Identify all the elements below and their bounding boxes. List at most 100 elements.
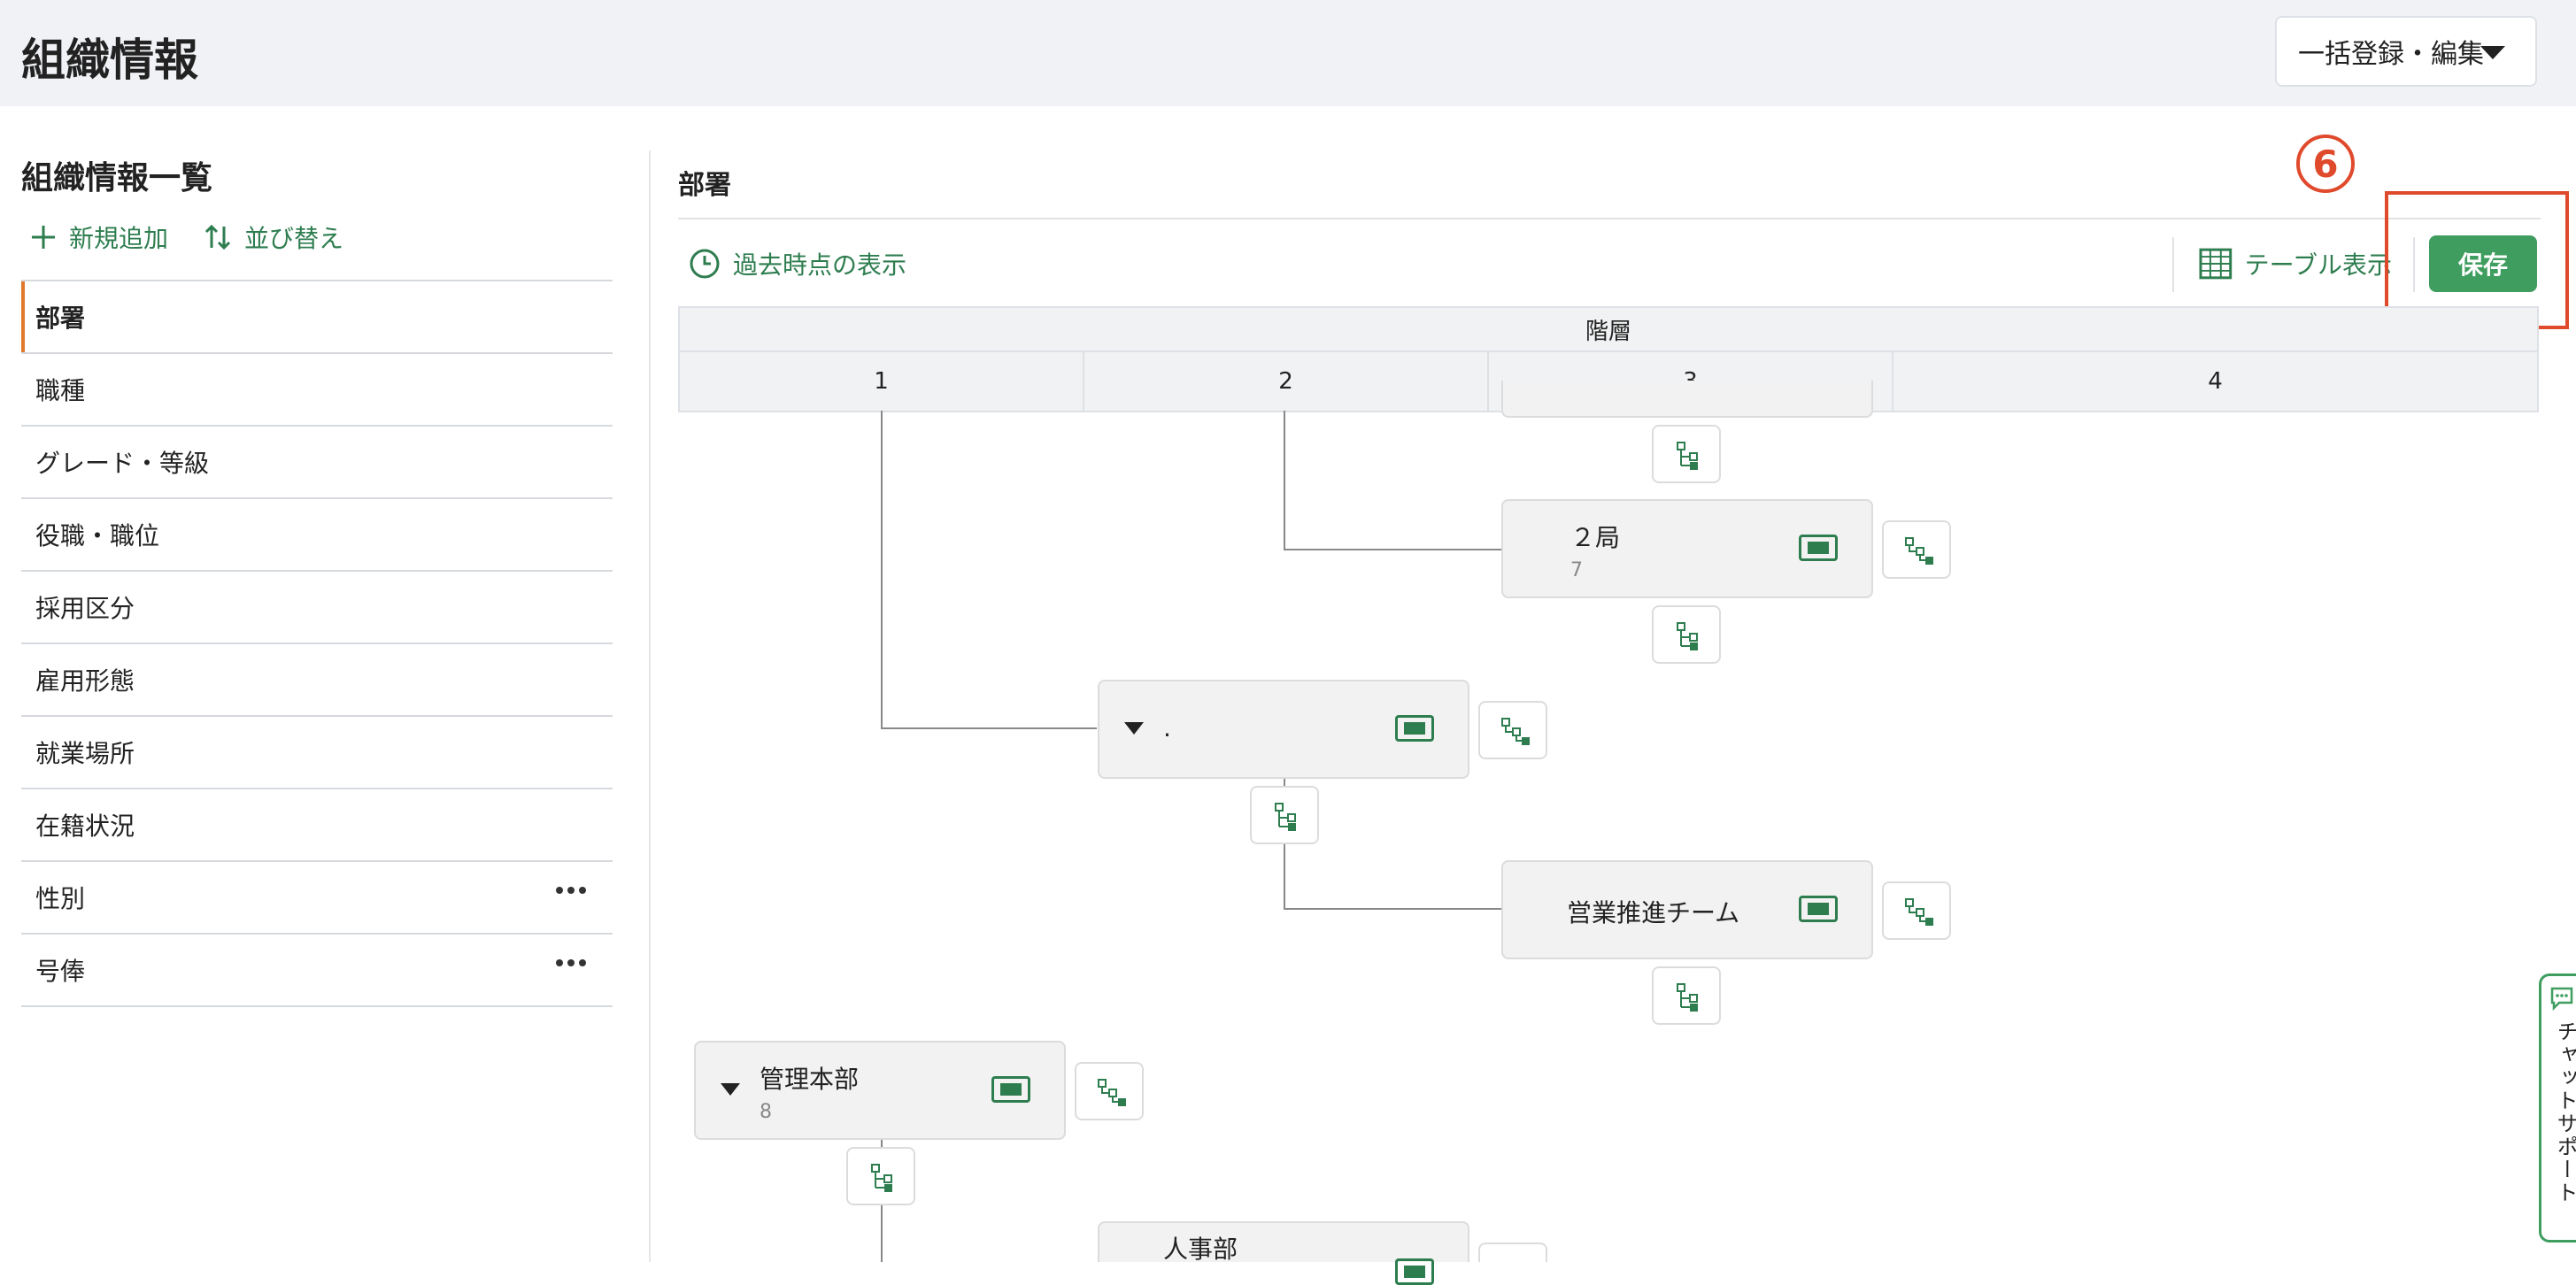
- list-item-department[interactable]: 部署: [21, 281, 613, 354]
- list-item-hiring-category[interactable]: 採用区分: [21, 572, 613, 644]
- table-view-button[interactable]: テーブル表示: [2199, 246, 2392, 281]
- page-title: 組織情報: [21, 35, 198, 86]
- chat-support-label: チャットサポート: [2553, 1020, 2576, 1204]
- move-node-button[interactable]: [1478, 701, 1547, 759]
- more-options-icon[interactable]: [556, 887, 586, 894]
- node-name: 営業推進チーム: [1567, 898, 1740, 927]
- hierarchy-level-4: 4: [2208, 368, 2223, 395]
- tree-connector: [881, 411, 883, 729]
- divider: [678, 218, 2541, 219]
- list-item-label: 部署: [35, 304, 86, 333]
- panel-divider: [649, 150, 651, 1262]
- tree-move-icon: [1905, 898, 1933, 926]
- list-item-enrollment-status[interactable]: 在籍状況: [21, 789, 613, 862]
- node-name: ２局: [1570, 523, 1621, 552]
- past-view-button[interactable]: 過去時点の表示: [689, 246, 906, 281]
- list-item-job-type[interactable]: 職種: [21, 354, 613, 427]
- list-item-label: 職種: [35, 376, 86, 405]
- more-options-icon[interactable]: [556, 959, 586, 966]
- list-item-position[interactable]: 役職・職位: [21, 499, 613, 572]
- move-node-button[interactable]: [1882, 881, 1951, 940]
- tree-child-icon: [1275, 803, 1296, 831]
- divider: [2413, 237, 2415, 292]
- past-view-label: 過去時点の表示: [733, 250, 907, 280]
- step-number-badge: 6: [2296, 135, 2355, 193]
- list-item-grade[interactable]: グレード・等級: [21, 427, 613, 499]
- list-item-workplace[interactable]: 就業場所: [21, 717, 613, 789]
- org-list-title: 組織情報一覧: [21, 160, 213, 196]
- sort-label: 並び替え: [244, 224, 344, 253]
- move-node-button[interactable]: [1075, 1062, 1144, 1120]
- node-count: 7: [1570, 559, 1583, 581]
- card-icon[interactable]: [1395, 715, 1434, 742]
- tree-child-icon: [1677, 983, 1698, 1012]
- card-icon[interactable]: [991, 1076, 1030, 1103]
- tree-connector: [881, 727, 1097, 729]
- tree-node-hidden[interactable]: [1501, 381, 1873, 418]
- node-name: .: [1163, 713, 1171, 743]
- move-node-button[interactable]: [1478, 1243, 1547, 1262]
- add-child-button[interactable]: [1652, 605, 1721, 664]
- bulk-edit-button[interactable]: 一括登録・編集: [2275, 16, 2537, 87]
- list-item-label: 雇用形態: [35, 666, 135, 696]
- tree-child-icon: [871, 1164, 892, 1192]
- clock-icon: [690, 249, 720, 279]
- hierarchy-level-2: 2: [1084, 352, 1489, 411]
- add-child-button[interactable]: [846, 1147, 915, 1205]
- card-icon[interactable]: [1799, 535, 1838, 561]
- tree-move-icon: [1098, 1079, 1126, 1106]
- list-item-label: 役職・職位: [35, 521, 160, 550]
- section-title: 部署: [678, 170, 731, 201]
- list-item-employment-type[interactable]: 雇用形態: [21, 644, 613, 717]
- table-grid-icon: [2199, 248, 2233, 280]
- tree-child-icon: [1677, 442, 1698, 470]
- bulk-edit-label: 一括登録・編集: [2298, 39, 2484, 70]
- sort-button[interactable]: 並び替え: [204, 219, 343, 255]
- list-item-gender[interactable]: 性別: [21, 862, 613, 935]
- add-child-button[interactable]: [1652, 966, 1721, 1025]
- left-actions: 新規追加 並び替え: [30, 219, 343, 255]
- chevron-down-icon: [2480, 46, 2505, 59]
- chat-bubble-icon: [2550, 987, 2573, 1012]
- tree-connector: [1284, 549, 1501, 550]
- add-new-label: 新規追加: [69, 224, 169, 253]
- org-category-list: 部署 職種 グレード・等級 役職・職位 採用区分 雇用形態 就業場所 在籍状況 …: [21, 280, 613, 1007]
- list-item-label: 採用区分: [35, 594, 135, 623]
- tree-node[interactable]: 営業推進チーム: [1501, 860, 1873, 959]
- save-button[interactable]: 保存: [2429, 235, 2537, 292]
- list-item-label: 性別: [35, 884, 86, 913]
- sort-arrows-icon: [204, 224, 231, 250]
- add-child-button[interactable]: [1652, 425, 1721, 483]
- tree-node[interactable]: ２局 7: [1501, 499, 1873, 598]
- hierarchy-title: 階層: [680, 308, 2537, 352]
- tree-move-icon: [1905, 537, 1933, 565]
- card-icon[interactable]: [1799, 896, 1838, 922]
- page-header: 組織情報 一括登録・編集: [0, 0, 2576, 106]
- tree-node[interactable]: .: [1098, 680, 1469, 779]
- hierarchy-level-1: 1: [680, 352, 1084, 411]
- tree-connector: [1284, 411, 1285, 550]
- tree-node[interactable]: 人事部: [1098, 1221, 1469, 1285]
- node-name: 管理本部: [760, 1065, 860, 1094]
- chat-support-tab[interactable]: チャットサポート: [2539, 973, 2576, 1243]
- list-item-label: グレード・等級: [35, 449, 210, 478]
- divider: [2172, 237, 2174, 292]
- tree-child-icon: [1677, 622, 1698, 650]
- tree-move-icon: [1501, 718, 1530, 745]
- card-icon[interactable]: [1395, 1258, 1434, 1285]
- list-item-salary-step[interactable]: 号俸: [21, 935, 613, 1007]
- list-item-label: 号俸: [35, 957, 86, 986]
- add-child-button[interactable]: [1250, 786, 1319, 844]
- tree-connector: [1284, 908, 1501, 910]
- move-node-button[interactable]: [1882, 520, 1951, 579]
- node-count: 8: [760, 1101, 772, 1123]
- caret-down-icon[interactable]: [1124, 722, 1144, 735]
- tree-node[interactable]: 管理本部 8: [694, 1041, 1066, 1140]
- add-new-button[interactable]: 新規追加: [30, 219, 168, 255]
- caret-down-icon[interactable]: [721, 1083, 740, 1096]
- table-view-label: テーブル表示: [2244, 250, 2392, 280]
- list-item-label: 在籍状況: [35, 812, 135, 841]
- plus-icon: [32, 226, 55, 249]
- list-item-label: 就業場所: [35, 739, 135, 768]
